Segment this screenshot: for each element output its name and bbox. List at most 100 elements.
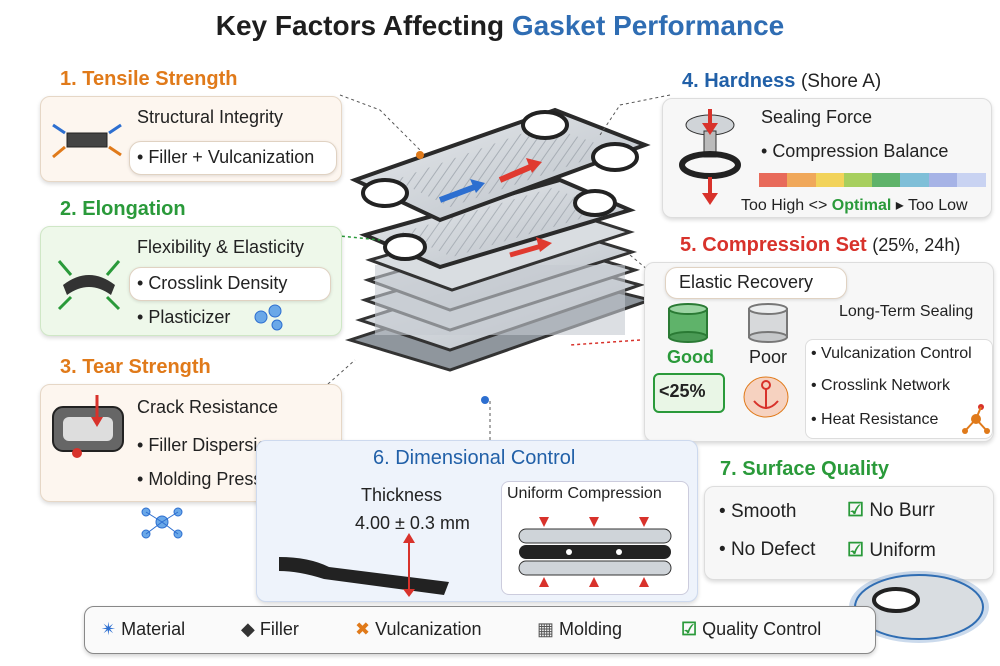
s5-good: Good [667, 347, 714, 367]
molecule-icon [254, 304, 283, 331]
s2-line1: Flexibility & Elasticity [137, 237, 305, 257]
s3-line2: Filler Dispersion [137, 435, 277, 456]
s3-line1: Crack Resistance [137, 397, 279, 417]
section-4-title: 4. Hardness (Shore A) [682, 70, 881, 93]
section-7-title: 7. Surface Quality [720, 458, 889, 480]
heat-node-icon [962, 404, 990, 434]
title-main: Key Factors Affecting [215, 10, 512, 41]
s5-box-title-pill [665, 267, 847, 299]
s2-line2: Crosslink Density [137, 273, 287, 294]
section-6-card: 6. Dimensional Control Thickness 4.00 ± … [256, 440, 698, 602]
s5-poor: Poor [749, 347, 788, 367]
s7-item2-row: ☑ No Burr [847, 499, 935, 522]
footer-item4: Molding [559, 619, 623, 639]
surface-closeup-icon [849, 571, 989, 643]
s5-pct: <25% [659, 381, 706, 401]
s2-line3: Plasticizer [137, 307, 230, 328]
s5-callout: Long-Term Sealing [839, 303, 974, 320]
vulcanization-icon: ✖ [355, 619, 371, 639]
s7-item1: Smooth [719, 501, 796, 523]
section-6-title: 6. Dimensional Control [373, 447, 576, 469]
section-5-card: Elastic Recovery Long-Term Sealing Good … [644, 262, 994, 442]
s3-line3: Molding Pressure [137, 469, 288, 490]
gasket-profile-icon [279, 533, 449, 597]
good-cylinder-icon [668, 303, 708, 343]
s5-title-suffix: (25%, 24h) [872, 235, 961, 255]
poor-cylinder-icon [748, 303, 788, 343]
footer-item3: Vulcanization [375, 619, 482, 639]
hardness-scale-segment [956, 173, 986, 187]
s4-title-suffix: (Shore A) [800, 71, 882, 92]
section-1-card: Structural Integrity Filler + Vulcanizat… [40, 96, 342, 182]
s5-pct-box [653, 373, 725, 413]
section-3-title: 3. Tear Strength [60, 356, 211, 378]
hardness-tester-icon [679, 109, 741, 205]
s4-title-main: 4. Hardness [682, 70, 796, 92]
section-1-title: 1. Tensile Strength [60, 68, 238, 90]
page-title: Key Factors Affecting Gasket Performance [0, 10, 1000, 42]
s5-box-title: Elastic Recovery [679, 272, 814, 292]
scale-right-label: Too Low [907, 197, 968, 214]
s7-item4-row: ☑ Uniform [847, 539, 936, 562]
s7-item3: No Defect [719, 539, 815, 561]
footer-quality: ☑ Quality Control [681, 619, 821, 640]
hardness-scale-segment [928, 173, 958, 187]
footer-material: ✴ Material [101, 619, 185, 640]
s4-scale-labels: Too High <> Optimal ▸ Too Low [741, 195, 968, 215]
section-2-card: Flexibility & Elasticity Crosslink Densi… [40, 226, 342, 336]
scale-arrow-right: ▸ [895, 197, 904, 214]
hardness-scale-segment [900, 173, 929, 187]
check-icon: ☑ [681, 619, 698, 639]
s6-label: Thickness [361, 485, 443, 505]
footer-item2: Filler [259, 619, 299, 639]
s5-line1: Vulcanization Control [811, 345, 972, 363]
s4-line2: Compression Balance [761, 141, 948, 162]
factory-icon: ▦ [537, 619, 555, 639]
section-7-card: Smooth ☑ No Burr No Defect ☑ Uniform [704, 486, 994, 580]
check-icon: ☑ [847, 500, 865, 521]
anchor-icon [743, 376, 789, 418]
s4-line1: Sealing Force [761, 107, 873, 127]
hardness-scale-segment [872, 173, 901, 187]
elastic-band-icon [57, 260, 121, 311]
connector-dot [481, 396, 489, 404]
scale-mid-label: Optimal [831, 197, 892, 214]
title-accent: Gasket Performance [511, 10, 785, 41]
section-4-card: Sealing Force Compression Balance Too Hi… [662, 98, 992, 218]
flow-arrows [438, 158, 552, 258]
top-plate [349, 107, 651, 223]
footer-item1: Material [121, 619, 186, 639]
footer-legend: ✴ Material ◆ Filler ✖ Vulcanization ▦ Mo… [84, 606, 876, 654]
filler-icon: ◆ [241, 619, 255, 639]
s1-line2: Filler + Vulcanization [137, 147, 314, 168]
s5-title-main: 5. Compression Set [680, 234, 867, 256]
hardness-scale-segment [787, 173, 816, 187]
s7-item2: No Burr [869, 500, 935, 521]
check-icon: ☑ [847, 540, 865, 561]
section-5-title: 5. Compression Set (25%, 24h) [680, 234, 960, 257]
molecule-icon: ✴ [101, 619, 117, 639]
section-2-title: 2. Elongation [60, 198, 186, 220]
compression-diagram-icon [518, 517, 672, 587]
scale-arrows-left: <> [808, 197, 828, 214]
network-icon [141, 507, 183, 539]
s1-line1: Structural Integrity [137, 107, 284, 127]
connector-dot [416, 151, 424, 159]
scale-left-label: Too High [741, 197, 805, 214]
plate-heat-exchanger-illustration [344, 107, 656, 404]
s5-line2: Crosslink Network [811, 377, 950, 395]
tensile-sample-icon [52, 123, 122, 159]
hardness-scale-segment [815, 173, 845, 187]
footer-item5: Quality Control [702, 619, 822, 639]
footer-filler: ◆ Filler [241, 619, 299, 640]
hardness-scale [759, 173, 986, 187]
s7-item4: Uniform [869, 540, 936, 561]
footer-molding: ▦ Molding [537, 619, 622, 640]
s5-line3: Heat Resistance [811, 411, 938, 429]
tear-sample-icon [52, 395, 124, 458]
hardness-scale-segment [843, 173, 873, 187]
footer-vulcanization: ✖ Vulcanization [355, 619, 482, 640]
s6-uniform: Uniform Compression [507, 485, 662, 502]
s6-value: 4.00 ± 0.3 mm [355, 513, 470, 533]
hardness-scale-segment [759, 173, 788, 187]
